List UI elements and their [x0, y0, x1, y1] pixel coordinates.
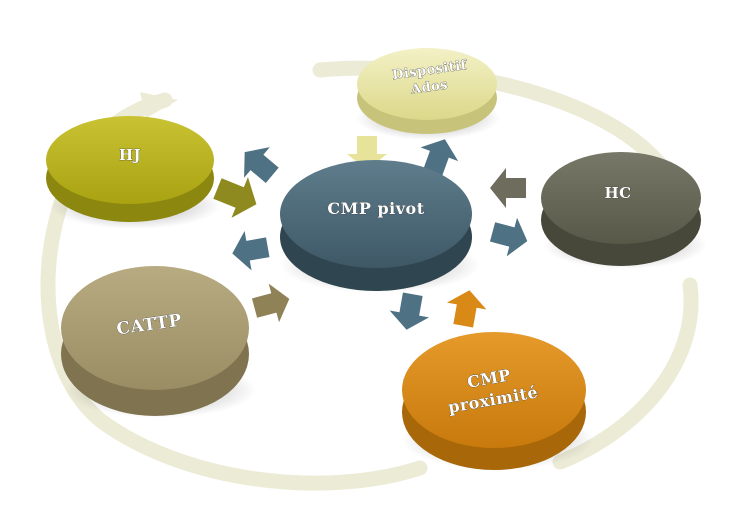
- arrow-center-to-cattp: [232, 230, 270, 271]
- arrow-center-to-hc: [489, 217, 528, 257]
- arrow-center-to-proximite: [389, 292, 430, 330]
- node-hc: HC: [541, 152, 707, 269]
- arrow-center-to-dispositif: [420, 139, 459, 177]
- arrow-hc-to-center: [490, 168, 526, 208]
- arrow-center-to-hj: [244, 147, 279, 183]
- node-center-label: CMP pivot: [327, 199, 424, 218]
- node-dispositif-label-line2: Ados: [409, 78, 449, 98]
- arrow-hj-to-center: [213, 177, 257, 218]
- node-cmp-proximite: CMP proximité: [402, 332, 594, 470]
- node-hj-label: HJ: [119, 146, 141, 164]
- node-hj: HJ: [46, 116, 221, 229]
- node-cattp: CATTP: [61, 266, 256, 418]
- node-hc-label: HC: [604, 184, 631, 202]
- arrow-cattp-to-center: [251, 283, 290, 323]
- node-dispositif-ados: Dispositif Ados: [356, 48, 500, 140]
- arrow-proximite-to-center: [446, 290, 487, 328]
- node-cmp-pivot: CMP pivot: [280, 160, 480, 293]
- cycle-arrowhead: [140, 92, 178, 118]
